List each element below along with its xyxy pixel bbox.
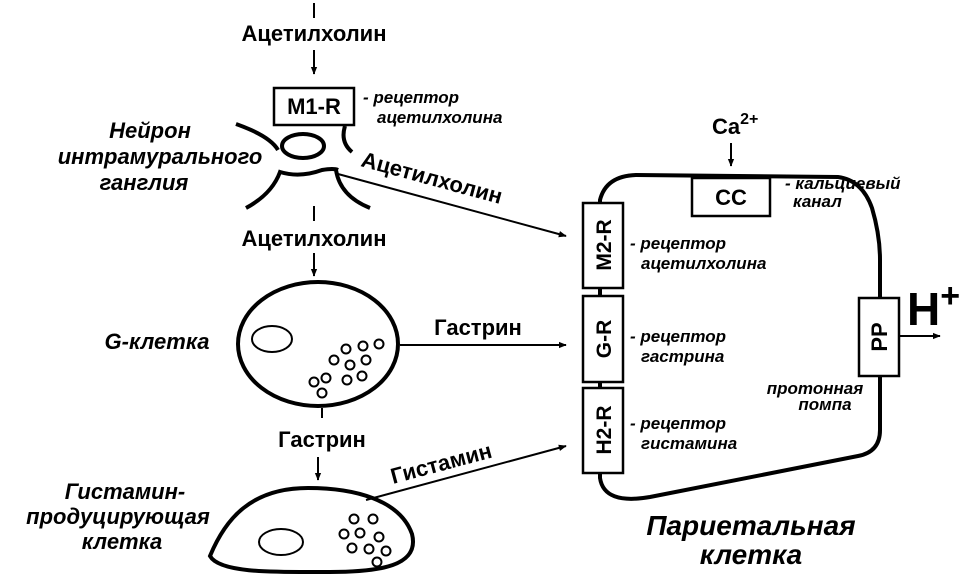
histamine-cell-label-1: Гистамин- — [65, 479, 185, 504]
h-ion-charge: + — [940, 277, 960, 315]
histamine-cell-granules — [338, 513, 392, 568]
ca-ion-symbol: Ca — [712, 114, 741, 139]
label-acetylcholine-mid: Ацетилхолин — [242, 226, 387, 251]
h2-receptor-desc-2: гистамина — [641, 434, 737, 453]
m2-receptor-box — [581, 201, 625, 290]
label-gastrin-down: Гастрин — [278, 427, 366, 452]
m1-receptor-desc-1: - рецептор — [363, 88, 459, 107]
proton-pump-desc-1: протонная — [767, 379, 863, 398]
ca-ion-label: Ca2+ — [712, 111, 758, 139]
h2-receptor-box — [581, 386, 625, 475]
neuron-outline-bottom-left — [245, 167, 339, 210]
g-cell-granules — [308, 338, 385, 399]
m1-receptor-box — [272, 86, 356, 127]
parietal-cell-title-2: клетка — [700, 539, 803, 570]
label-histamine-arrow: Гистамин — [388, 438, 495, 489]
m2-receptor-label: M2-R — [593, 219, 616, 270]
ca-channel-desc-2: канал — [793, 192, 842, 211]
ca-ion-charge: 2+ — [740, 111, 758, 128]
calcium-channel-label: CC — [715, 185, 747, 210]
g-receptor-desc-2: гастрина — [641, 347, 724, 366]
h2-receptor-desc-1: - рецептор — [630, 414, 726, 433]
m2-receptor-desc-2: ацетилхолина — [641, 254, 766, 273]
g-cell-label: G-клетка — [105, 329, 210, 354]
neuron-label-1: Нейрон — [109, 118, 191, 143]
neuron-label-3: ганглия — [100, 170, 189, 195]
parietal-cell-title-1: Париетальная — [646, 510, 855, 541]
neuron-outline-top-left — [235, 122, 280, 152]
histamine-cell-nucleus — [258, 528, 304, 556]
histamine-cell-outline — [207, 485, 416, 575]
h-ion-symbol: H — [907, 283, 940, 335]
arrow-histamine-to-h2-receptor — [365, 444, 567, 501]
label-gastrin-arrow: Гастрин — [434, 315, 522, 340]
g-receptor-label: G-R — [593, 320, 616, 359]
m1-receptor-label: M1-R — [287, 94, 341, 119]
neuron-label-2: интрамурального — [58, 144, 263, 169]
neuron-outline-bottom-right — [334, 169, 371, 210]
g-receptor-box — [581, 294, 625, 384]
histamine-cell-label-2: продуцирующая — [26, 504, 210, 529]
proton-pump-desc-2: помпа — [798, 395, 851, 414]
h2-receptor-label: H2-R — [593, 405, 616, 454]
h-ion-label: H+ — [907, 277, 960, 335]
neuron-nucleus — [280, 132, 326, 160]
label-acetylcholine-top: Ацетилхолин — [242, 21, 387, 46]
calcium-channel-box — [690, 176, 772, 218]
proton-pump-box — [857, 296, 901, 378]
m2-receptor-desc-1: - рецептор — [630, 234, 726, 253]
ca-channel-desc-1: - кальциевый — [785, 174, 901, 193]
arrow-acetylcholine-to-m2 — [337, 173, 567, 238]
parietal-cell-outline — [598, 172, 882, 501]
neuron-outline-top-right — [341, 125, 354, 154]
g-receptor-desc-1: - рецептор — [630, 327, 726, 346]
g-cell-outline — [236, 280, 400, 408]
g-cell-nucleus — [251, 325, 293, 353]
histamine-cell-label-3: клетка — [82, 529, 163, 554]
proton-pump-label: PP — [867, 322, 892, 351]
m1-receptor-desc-2: ацетилхолина — [377, 108, 502, 127]
